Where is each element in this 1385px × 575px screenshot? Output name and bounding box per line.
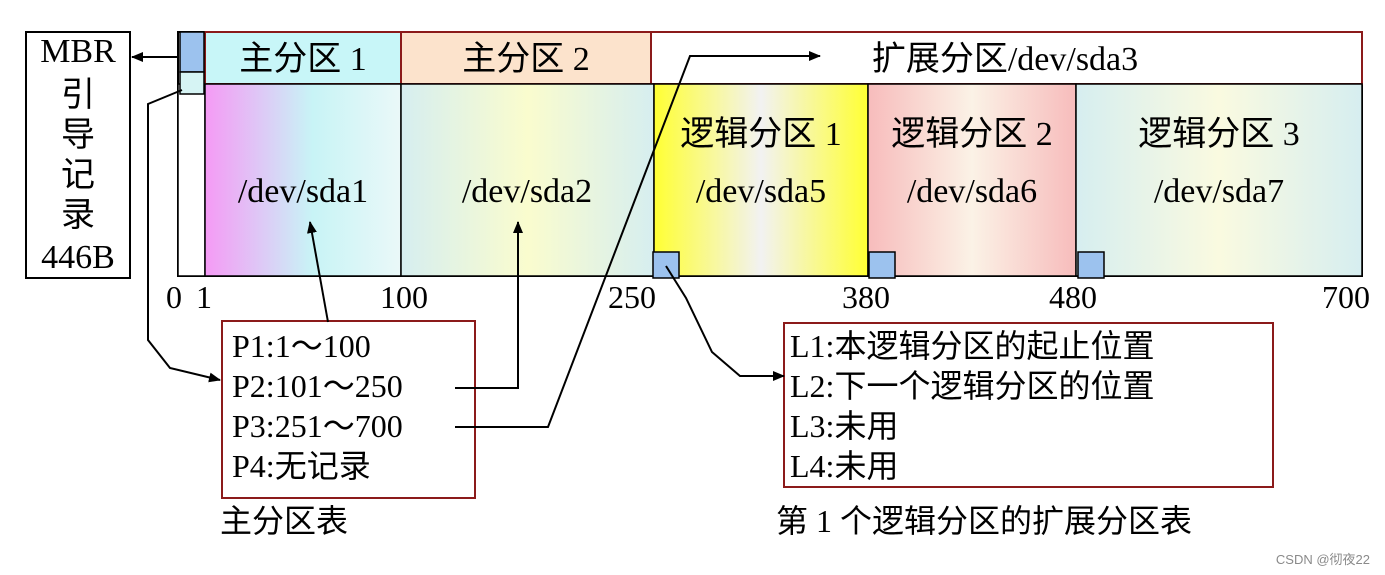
ext-row-l1: L1:本逻辑分区的起止位置: [790, 328, 1154, 364]
primary-row-p3: P3:251～700: [232, 408, 403, 444]
mbr-partition-table-block: [179, 71, 205, 95]
extended-partition-table: L1:本逻辑分区的起止位置 L2:下一个逻辑分区的位置 L3:未用 L4:未用: [783, 322, 1274, 488]
partition-sda1: [204, 83, 402, 277]
extended-label: 扩展分区/dev/sda3: [872, 40, 1138, 78]
sda1-label: /dev/sda1: [238, 173, 368, 210]
mbr-sector-column: [177, 83, 206, 277]
logical3-title: 逻辑分区 3: [1138, 115, 1300, 153]
primary-table-caption: 主分区表: [220, 503, 348, 539]
watermark: CSDN @彻夜22: [1276, 552, 1370, 567]
mbr-char-3: 记: [61, 157, 95, 194]
mbr-box: MBR 引 导 记 录 446B: [25, 31, 131, 279]
tick-250: 250: [608, 279, 656, 315]
sda2-label: /dev/sda2: [462, 173, 592, 210]
primary1-label: 主分区 1: [239, 41, 367, 78]
ebr-block-sda6: [868, 251, 896, 279]
tick-0: 0: [166, 279, 182, 315]
ext-row-l3: L3:未用: [790, 408, 898, 444]
arrow-mbr-to-primary-table: [147, 89, 221, 383]
arrow-p1-to-sda1: [307, 221, 329, 323]
logical2-title: 逻辑分区 2: [891, 115, 1053, 153]
tick-700: 700: [1322, 279, 1370, 315]
partition-sda7: [1075, 83, 1363, 277]
primary-partition-table: P1:1～100 P2:101～250 P3:251～700 P4:无记录: [221, 320, 476, 499]
mbr-size: 446B: [41, 239, 115, 276]
primary2-label: 主分区 2: [462, 41, 590, 78]
primary-row-p2: P2:101～250: [232, 368, 403, 404]
mbr-char-1: 引: [61, 77, 95, 114]
partition-sda6: [867, 83, 1077, 277]
ext-row-l4: L4:未用: [790, 448, 898, 484]
axis-ticks: 0 1 100 250 380 480 700: [166, 279, 1370, 315]
sda6-label: /dev/sda6: [907, 173, 1037, 210]
mbr-boot-block: [179, 31, 205, 73]
mbr-char-2: 导: [61, 117, 95, 154]
mbr-title: MBR: [40, 33, 116, 70]
arrow-p2-to-sda2: [455, 221, 523, 389]
ext-row-l2: L2:下一个逻辑分区的位置: [790, 368, 1154, 404]
ext-table-caption: 第 1 个逻辑分区的扩展分区表: [776, 503, 1192, 539]
tick-480: 480: [1049, 279, 1097, 315]
tick-380: 380: [842, 279, 890, 315]
arrow-ebr-to-ext-table: [665, 265, 785, 381]
sda5-label: /dev/sda5: [696, 173, 826, 210]
primary-row-p4: P4:无记录: [232, 448, 371, 484]
sda7-label: /dev/sda7: [1154, 173, 1284, 210]
mbr-char-4: 录: [61, 197, 95, 234]
arrows: [131, 51, 821, 428]
primary-row-p1: P1:1～100: [232, 328, 371, 364]
ebr-block-sda7: [1077, 251, 1105, 279]
ebr-block-sda5: [652, 251, 680, 279]
logical1-title: 逻辑分区 1: [680, 115, 842, 153]
partition-sda5: [653, 83, 869, 277]
partition-sda2: [400, 83, 655, 277]
tick-100: 100: [380, 279, 428, 315]
tick-1: 1: [196, 279, 212, 315]
arrow-p3-to-extended: [455, 51, 821, 428]
